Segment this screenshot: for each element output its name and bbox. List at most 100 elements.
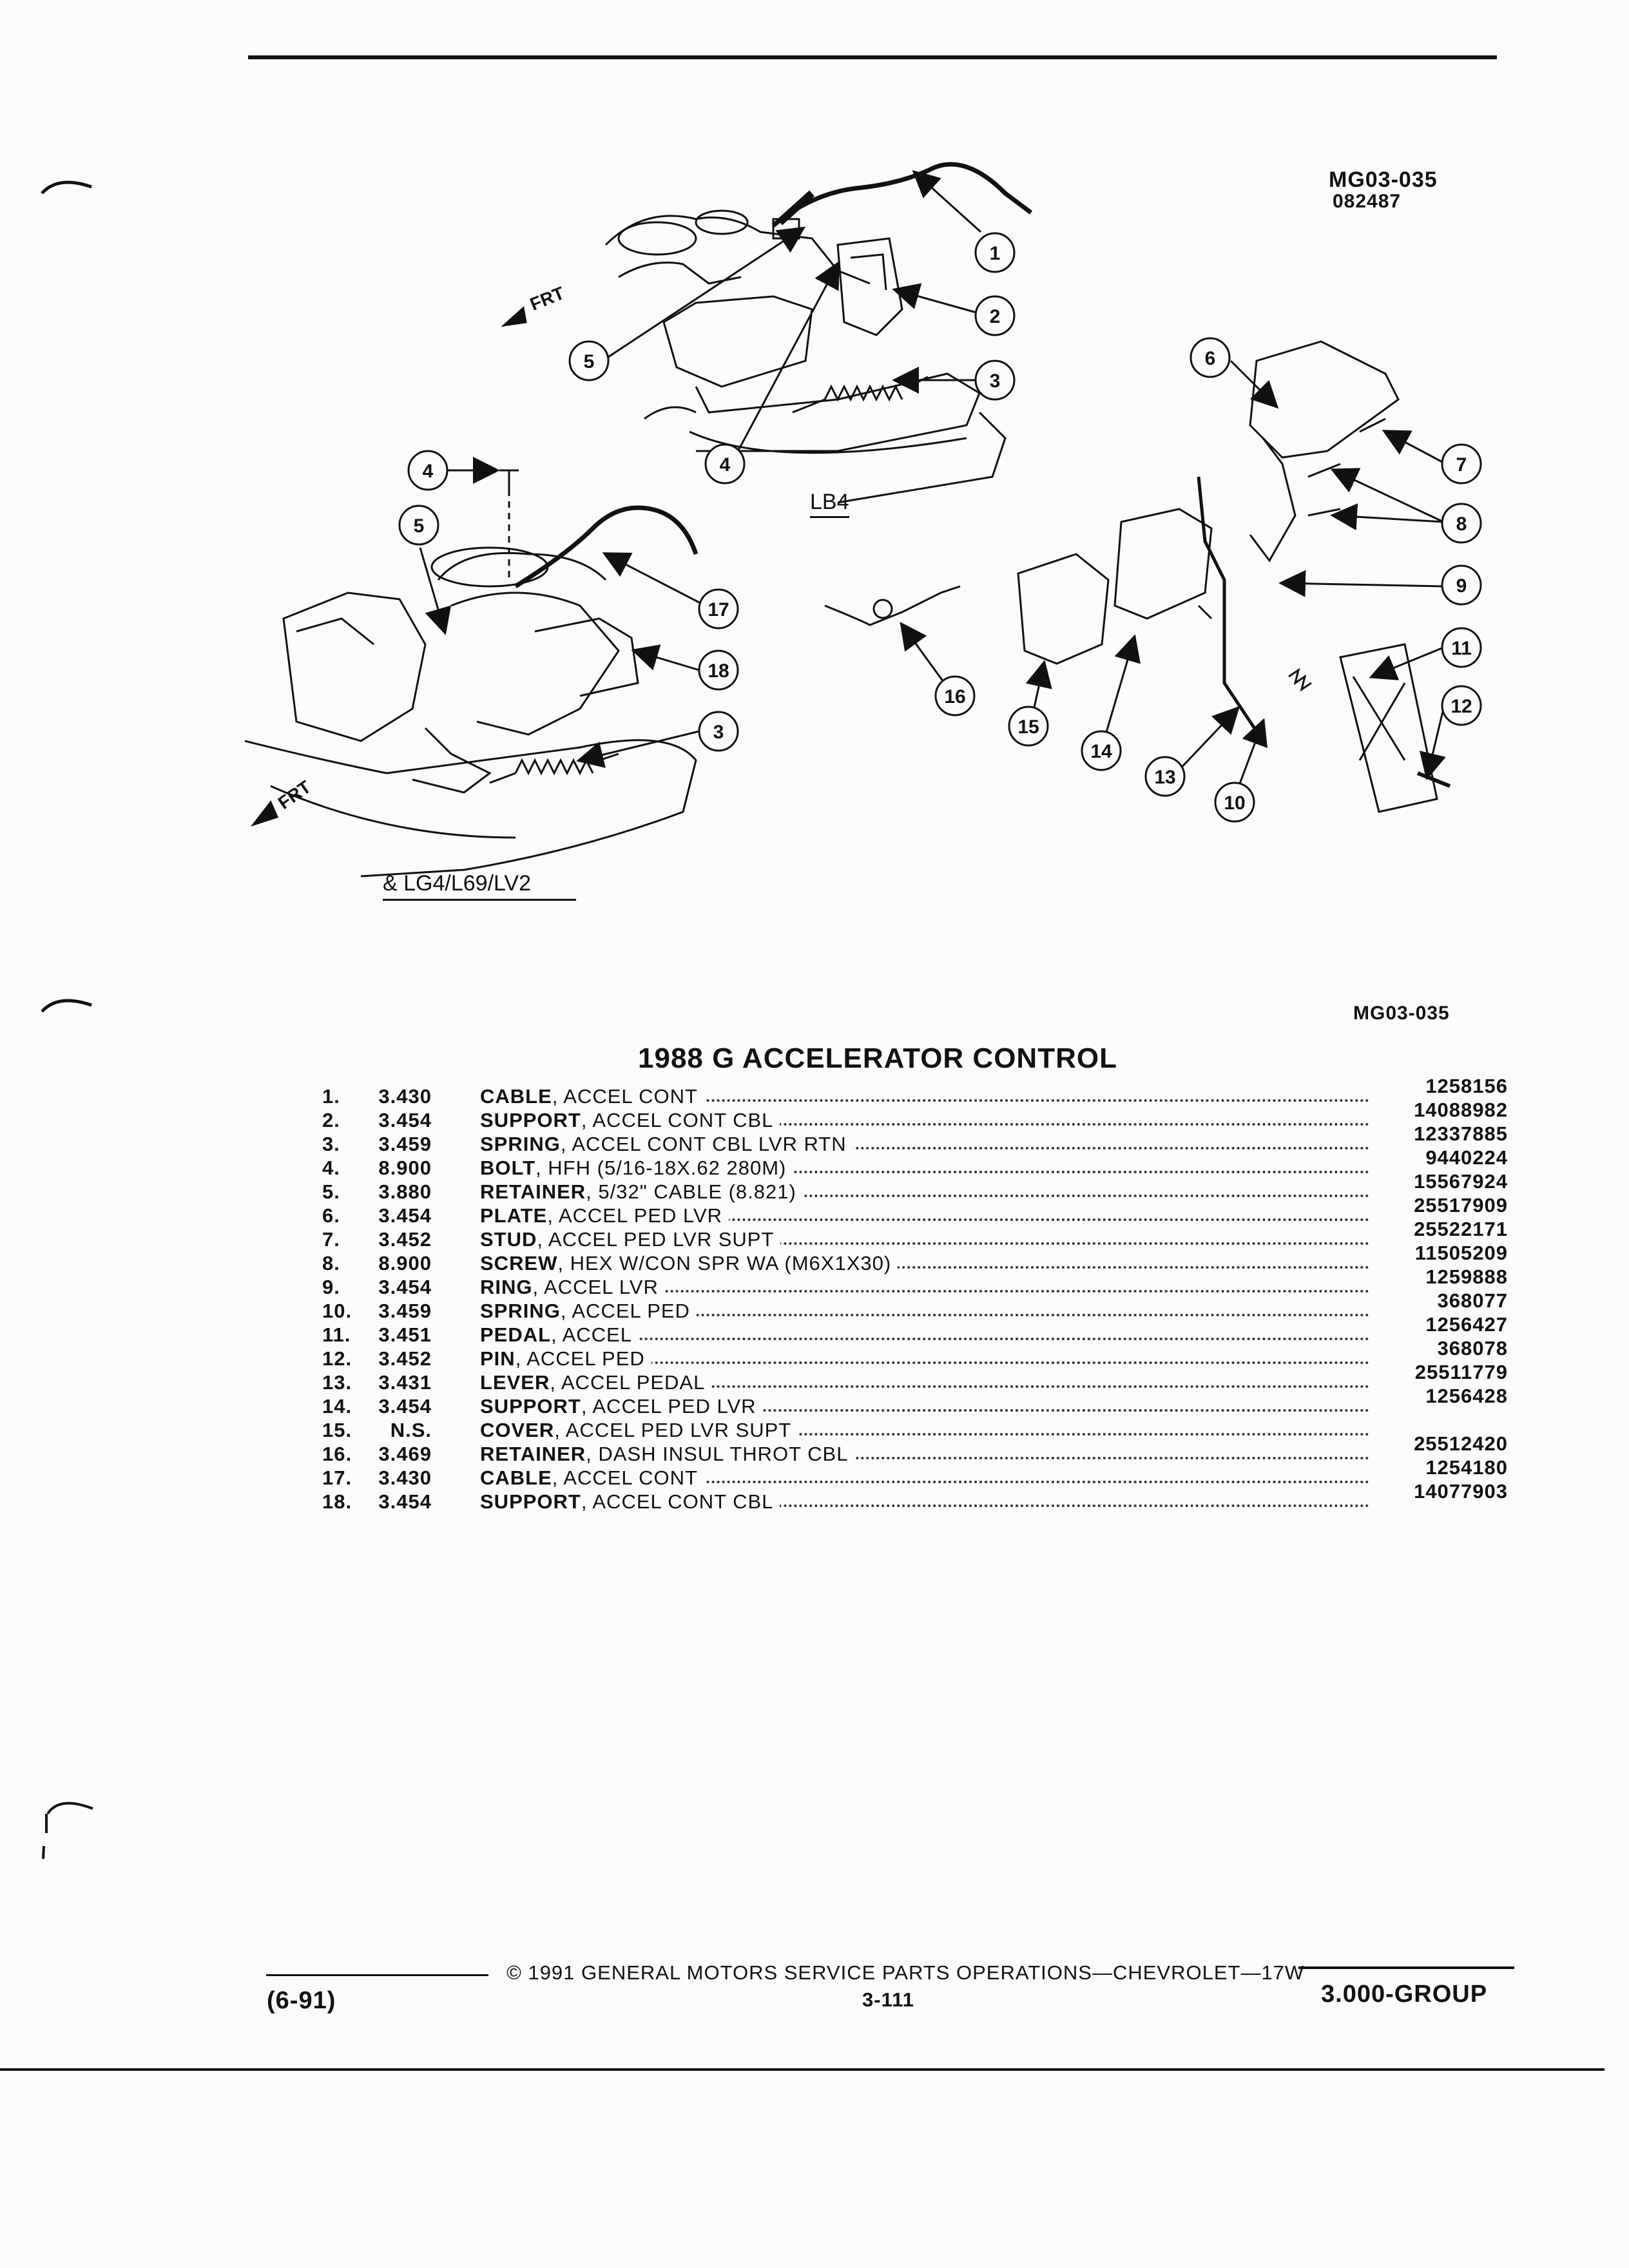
group-code: 3.469 (378, 1443, 432, 1465)
part-detail: , ACCEL PEDAL (550, 1371, 706, 1394)
part-description: CABLE, ACCEL CONT (480, 1085, 704, 1108)
scan-mark-1 (41, 180, 92, 195)
dot-leader (480, 1433, 1369, 1436)
callout-10: 10 (1224, 793, 1245, 814)
top-engine-sketch (604, 162, 1033, 504)
part-description: SUPPORT, ACCEL PED LVR (480, 1395, 763, 1418)
item-number: 2. (322, 1109, 340, 1131)
item-number: 12. (322, 1347, 352, 1370)
diagram-code: MG03-035 (1329, 168, 1438, 192)
part-name: COVER (480, 1419, 555, 1441)
group-code: 3.431 (378, 1371, 432, 1394)
part-description: SPRING, ACCEL PED (480, 1300, 697, 1323)
callout-4-top: 4 (720, 454, 731, 476)
part-detail: , DASH INSUL THROT CBL (586, 1443, 849, 1465)
callout-5-top: 5 (584, 351, 595, 372)
part-description: RETAINER, DASH INSUL THROT CBL (480, 1443, 855, 1466)
part-number: 1256427 (1422, 1313, 1508, 1336)
part-detail: , ACCEL CONT (552, 1085, 698, 1108)
part-detail: , ACCEL CONT (552, 1466, 698, 1489)
part-description: PEDAL, ACCEL (480, 1323, 639, 1347)
group-code: 3.454 (378, 1204, 432, 1227)
copyright: © 1991 GENERAL MOTORS SERVICE PARTS OPER… (506, 1961, 1305, 1984)
part-name: PLATE (480, 1204, 548, 1227)
part-name: LEVER (480, 1371, 550, 1394)
part-detail: , ACCEL PED (515, 1347, 645, 1370)
item-number: 4. (322, 1157, 340, 1179)
part-number: 368078 (1433, 1337, 1508, 1360)
secondary-diagram-code: MG03-035 (1353, 1003, 1450, 1024)
part-number: 368077 (1433, 1289, 1508, 1312)
item-number: 6. (322, 1204, 340, 1227)
part-name: BOLT (480, 1157, 536, 1179)
item-number: 11. (322, 1323, 351, 1346)
scan-mark-3 (42, 1802, 93, 1860)
callout-16: 16 (944, 686, 965, 707)
engine-label-lg4: & LG4/L69/LV2 (383, 871, 576, 901)
part-name: SUPPORT (480, 1109, 581, 1131)
part-number: 1258156 (1422, 1075, 1508, 1098)
part-description: CABLE, ACCEL CONT (480, 1466, 704, 1490)
part-name: SPRING (480, 1300, 561, 1322)
part-number: 12337885 (1410, 1122, 1508, 1146)
part-detail: , ACCEL PED (560, 1300, 690, 1322)
revision-date: (6-91) (267, 1987, 336, 2014)
part-number: 25522171 (1410, 1218, 1508, 1241)
part-detail: , ACCEL PED LVR SUPT (554, 1419, 792, 1441)
part-number: 15567924 (1410, 1170, 1508, 1193)
item-number: 5. (322, 1180, 340, 1203)
callout-12: 12 (1451, 696, 1472, 717)
group-code: 8.900 (378, 1157, 432, 1179)
part-name: PEDAL (480, 1323, 552, 1346)
callout-2: 2 (990, 306, 1001, 327)
dot-leader (480, 1338, 1369, 1340)
callout-14: 14 (1090, 741, 1112, 762)
part-number: 1254180 (1422, 1456, 1508, 1479)
callouts (398, 232, 1482, 823)
callout-1: 1 (990, 243, 1001, 264)
item-number: 17. (322, 1466, 352, 1489)
part-description: SCREW, HEX W/CON SPR WA (M6X1X30) (480, 1252, 898, 1275)
dot-leader (480, 1290, 1369, 1293)
scan-mark-2 (41, 999, 92, 1013)
part-description: SUPPORT, ACCEL CONT CBL (480, 1109, 780, 1132)
parts-row: 17. 3.430 CABLE, ACCEL CONT 1254180 (322, 1456, 1527, 1490)
part-description: STUD, ACCEL PED LVR SUPT (480, 1228, 781, 1251)
group-code: 8.900 (378, 1252, 432, 1274)
part-name: RETAINER (480, 1443, 586, 1465)
part-detail: , HFH (5/16-18X.62 280M) (535, 1157, 787, 1179)
part-description: SUPPORT, ACCEL CONT CBL (480, 1490, 780, 1514)
top-rule (248, 55, 1497, 59)
dot-leader (480, 1123, 1369, 1126)
part-detail: , ACCEL CONT CBL (581, 1490, 774, 1513)
callout-15: 15 (1017, 716, 1039, 738)
item-number: 7. (322, 1228, 340, 1251)
callout-6: 6 (1205, 348, 1216, 369)
dot-leader (480, 1242, 1369, 1245)
callout-8: 8 (1456, 514, 1467, 535)
bottom-engine-sketch (244, 469, 699, 878)
dot-leader (480, 1457, 1369, 1459)
callout-11: 11 (1451, 638, 1472, 659)
dot-leader (480, 1314, 1369, 1316)
item-number: 14. (322, 1395, 352, 1418)
callout-4-bottom: 4 (423, 461, 434, 482)
item-number: 16. (322, 1443, 352, 1465)
group-code: 3.430 (378, 1466, 432, 1489)
part-description: LEVER, ACCEL PEDAL (480, 1371, 712, 1394)
callout-3-bottom: 3 (713, 722, 724, 743)
part-name: SUPPORT (480, 1490, 581, 1513)
part-detail: , ACCEL (551, 1323, 632, 1346)
item-number: 10. (322, 1300, 352, 1322)
callout-17: 17 (708, 599, 729, 620)
item-number: 18. (322, 1490, 352, 1513)
part-detail: , ACCEL PED LVR SUPT (537, 1228, 775, 1251)
